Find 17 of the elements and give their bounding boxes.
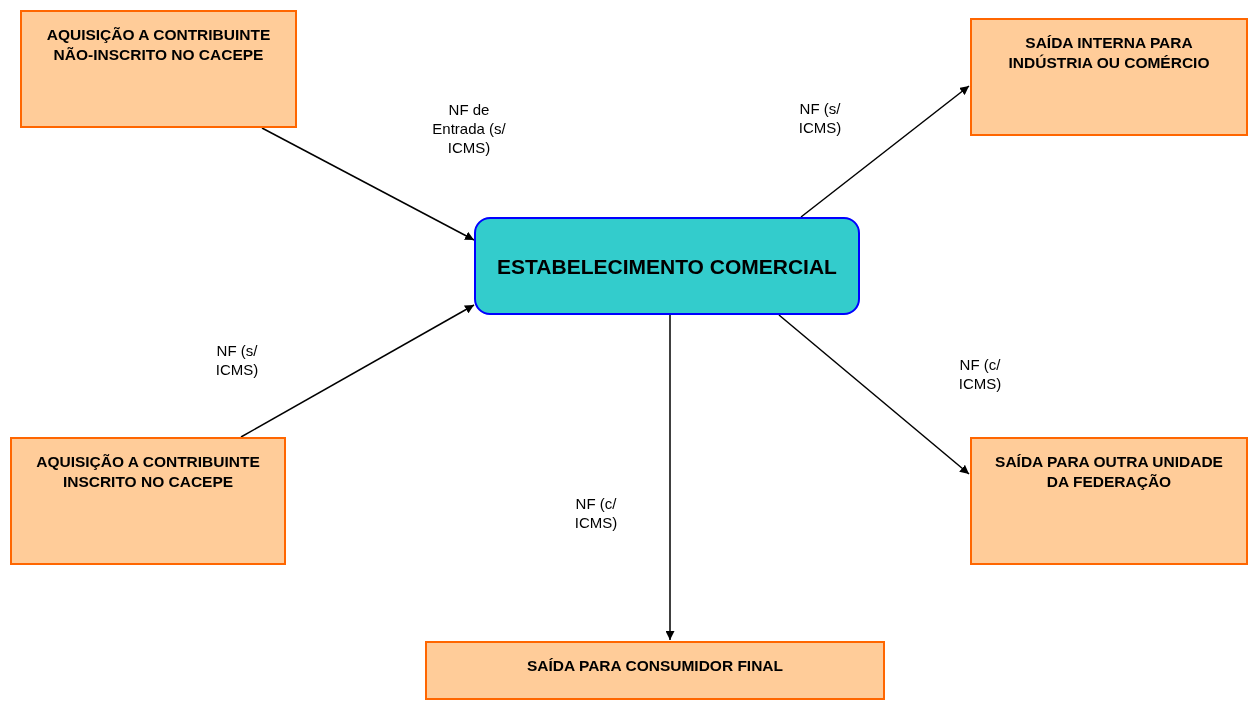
arrow: [778, 314, 970, 475]
process-box: [970, 18, 1248, 136]
arrow: [240, 304, 475, 438]
process-box-rounded: [474, 217, 860, 315]
process-box: [970, 437, 1248, 565]
arrow: [800, 85, 970, 218]
node-label: ESTABELECIMENTO COMERCIAL: [497, 253, 837, 280]
process-box: [10, 437, 286, 565]
process-box: [20, 10, 297, 128]
node-label: AQUISIÇÃO A CONTRIBUINTE INSCRITO NO CACEPE: [35, 452, 261, 491]
node-label: AQUISIÇÃO A CONTRIBUINTE NÃO-INSCRITO NO CACEPE: [45, 25, 272, 64]
process-box: [425, 641, 885, 700]
node-label: SAÍDA INTERNA PARA INDÚSTRIA OU COMÉRCIO: [1007, 33, 1211, 72]
arrow: [261, 127, 475, 241]
node-label: SAÍDA PARA CONSUMIDOR FINAL: [527, 656, 783, 676]
arrow: [665, 314, 675, 641]
node-label: SAÍDA PARA OUTRA UNIDADE DA FEDERAÇÃO: [994, 452, 1224, 491]
